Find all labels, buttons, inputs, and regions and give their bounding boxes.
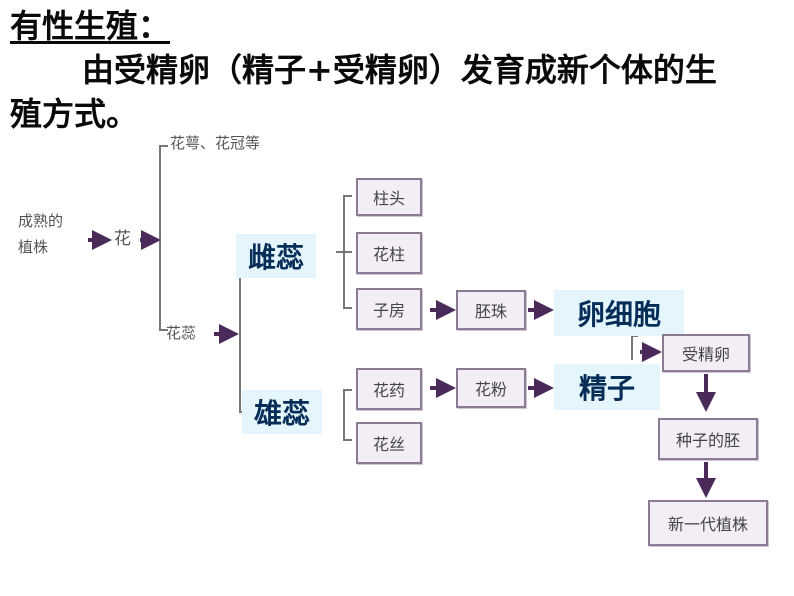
heading-line2: 殖方式。 — [10, 95, 139, 133]
sperm-highlight: 精子 — [554, 364, 660, 410]
flower-bracket — [159, 145, 168, 331]
zygote-box: 受精卵 — [662, 334, 750, 372]
calyx-corolla-label: 花萼、花冠等 — [170, 134, 261, 152]
stigma-box: 柱头 — [356, 178, 422, 216]
seed-embryo-box: 种子的胚 — [658, 418, 758, 460]
filament-box: 花丝 — [356, 422, 422, 464]
ovary-box: 子房 — [356, 288, 422, 330]
stamen-highlight: 雄蕊 — [242, 390, 322, 434]
stamen-pistil-label: 花蕊 — [166, 324, 197, 342]
pistil-highlight: 雌蕊 — [236, 234, 316, 278]
flower-label: 花 — [114, 229, 131, 249]
heading-title: 有性生殖： — [10, 7, 171, 45]
style-box: 花柱 — [356, 232, 422, 274]
heading-line1: 由受精卵（精子+受精卵）发育成新个体的生 — [82, 51, 717, 89]
stamen-bracket — [343, 389, 352, 441]
merge-bracket — [631, 335, 638, 360]
ovule-box: 胚珠 — [456, 290, 526, 330]
egg-cell-highlight: 卵细胞 — [554, 290, 684, 336]
pollen-box: 花粉 — [456, 368, 526, 408]
heading: 有性生殖： 由受精卵（精子+受精卵）发育成新个体的生 殖方式。 — [10, 4, 790, 136]
mature-plant-label: 成熟的 植株 — [18, 212, 64, 256]
anther-box: 花药 — [356, 368, 422, 410]
new-plant-box: 新一代植株 — [648, 500, 768, 546]
